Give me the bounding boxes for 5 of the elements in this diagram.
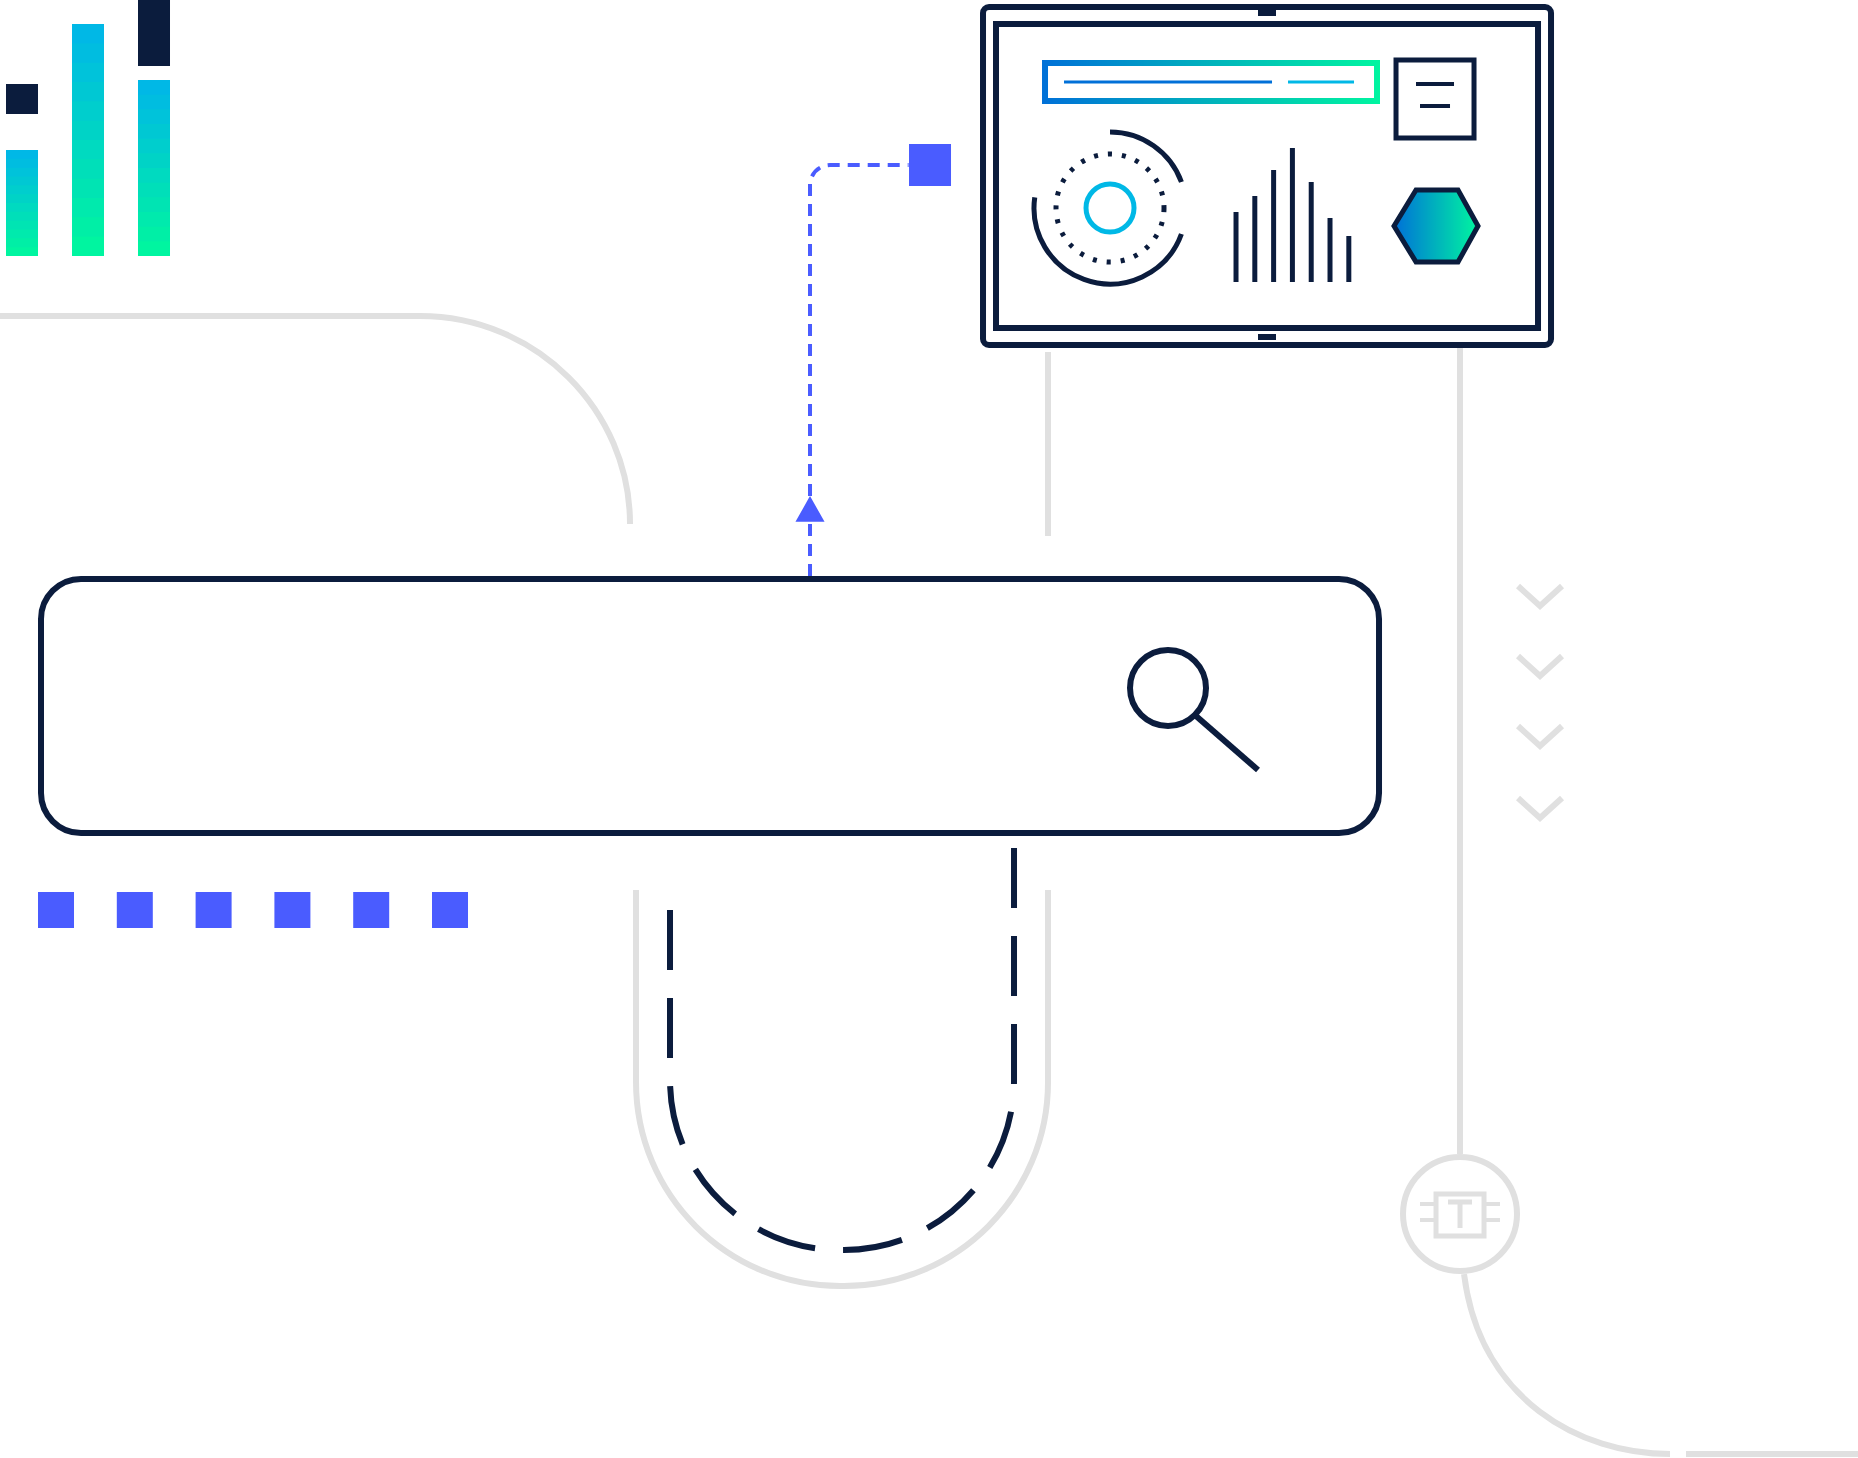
chip-circle — [1400, 1154, 1520, 1274]
square-marker — [909, 144, 951, 186]
arrow — [795, 163, 909, 576]
search-bar — [38, 576, 1382, 836]
monitor-drawing — [980, 4, 1554, 348]
